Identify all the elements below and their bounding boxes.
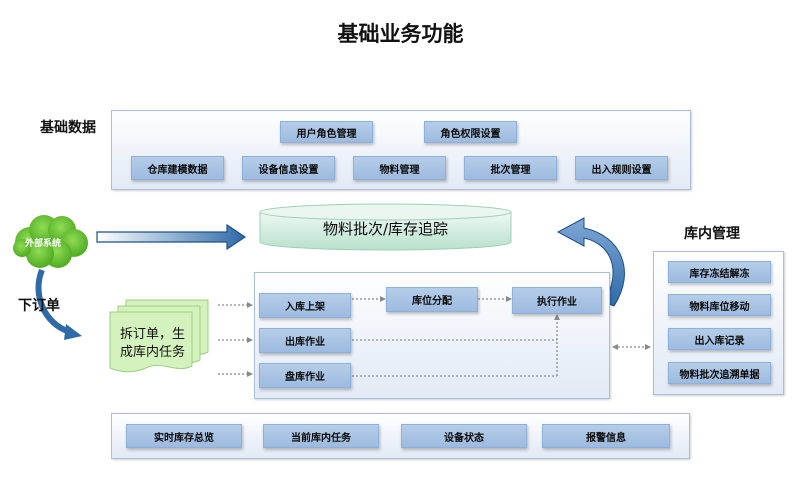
cloud-to-tracking-arrow: [96, 224, 247, 250]
outbound-task-box: 出库作业: [259, 328, 351, 353]
device-status-box: 设备状态: [401, 424, 527, 448]
current-tasks-box: 当前库内任务: [263, 424, 379, 448]
split-order-line-2: 成库内任务: [120, 345, 186, 360]
alarm-info-box: 报警信息: [542, 424, 670, 448]
location-move-box: 物料库位移动: [668, 294, 771, 316]
batch-mgmt-box: 批次管理: [464, 156, 557, 180]
tracking-cylinder: [259, 203, 512, 251]
inventory-mgmt-label: 库内管理: [684, 226, 740, 242]
order-curved-arrow: [35, 268, 82, 340]
user-role-mgmt-box: 用户角色管理: [280, 121, 373, 143]
inbound-shelving-box: 入库上架: [259, 293, 351, 318]
split-order-line-1: 拆订单，生: [120, 327, 186, 342]
basic-data-label: 基础数据: [40, 120, 96, 136]
place-order-label: 下订单: [18, 298, 60, 314]
order-document-icon: [109, 299, 209, 373]
tracking-label: 物料批次/库存追踪: [322, 220, 449, 238]
device-info-box: 设备信息设置: [242, 156, 335, 180]
inout-record-box: 出入库记录: [668, 328, 771, 350]
split-order-text: 拆订单，生 成库内任务: [120, 326, 185, 362]
inventory-to-tracking-arrow: [556, 217, 625, 307]
location-assign-box: 库位分配: [386, 287, 478, 312]
role-permission-box: 角色权限设置: [424, 121, 517, 143]
realtime-inventory-box: 实时库存总览: [126, 424, 242, 448]
execute-task-box: 执行作业: [512, 287, 602, 314]
batch-trace-box: 物料批次追溯单据: [668, 362, 771, 384]
freeze-unfreeze-box: 库存冻结解冻: [668, 261, 771, 283]
stocktake-task-box: 盘库作业: [259, 363, 351, 388]
page-title: 基础业务功能: [337, 22, 464, 46]
external-system-cloud: [13, 215, 88, 268]
material-mgmt-box: 物料管理: [353, 156, 446, 180]
inout-rules-box: 出入规则设置: [575, 156, 668, 180]
warehouse-model-box: 仓库建模数据: [131, 156, 224, 180]
external-system-label: 外部系统: [25, 239, 62, 249]
